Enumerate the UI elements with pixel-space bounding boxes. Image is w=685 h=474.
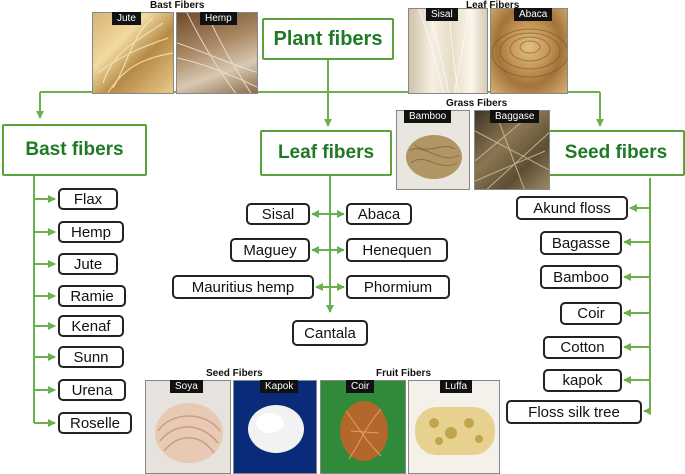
hemp-texture: [177, 13, 257, 93]
photo-label-kapok: Kapok: [260, 380, 299, 393]
leaf-item-abaca: Abaca: [346, 203, 412, 225]
luffa-texture: [415, 407, 495, 455]
root-node: Plant fibers: [262, 18, 394, 60]
soya-texture: [155, 403, 223, 463]
photo-kapok: [233, 380, 317, 474]
abaca-texture: [491, 28, 567, 78]
photo-label-coir: Coir: [346, 380, 375, 393]
photo-label-sisal: Sisal: [426, 8, 458, 21]
bast-item-ramie: Ramie: [58, 285, 126, 307]
baggase-texture: [475, 111, 549, 189]
photo-group-title-grass: Grass Fibers: [446, 98, 508, 109]
photo-hemp: [176, 12, 258, 94]
bast-item-urena: Urena: [58, 379, 126, 401]
bast-item-flax: Flax: [58, 188, 118, 210]
bast-item-sunn: Sunn: [58, 346, 124, 368]
photo-label-jute: Jute: [112, 12, 141, 25]
photo-group-title-leaf: Leaf Fibers: [466, 0, 520, 11]
leaf-item-cantala: Cantala: [292, 320, 368, 346]
leaf-item-henequen: Henequen: [346, 238, 448, 262]
kapok-texture: [248, 405, 304, 453]
bamboo-texture: [406, 135, 462, 179]
bast-fibers-node: Bast fibers: [2, 124, 147, 176]
seed-item-floss-silk-tree: Floss silk tree: [506, 400, 642, 424]
bast-item-hemp: Hemp: [58, 221, 124, 243]
seed-fibers-node: Seed fibers: [547, 130, 685, 176]
photo-jute: [92, 12, 174, 94]
photo-group-title-bast: Bast Fibers: [150, 0, 205, 11]
photo-luffa: [408, 380, 500, 474]
seed-item-bamboo: Bamboo: [540, 265, 622, 289]
leaf-item-phormium: Phormium: [346, 275, 450, 299]
leaf-item-sisal: Sisal: [246, 203, 310, 225]
photo-group-title-seed: Seed Fibers: [206, 368, 263, 379]
bast-item-roselle: Roselle: [58, 412, 132, 434]
leaf-item-maguey: Maguey: [230, 238, 310, 262]
photo-baggase: [474, 110, 550, 190]
photo-label-soya: Soya: [170, 380, 203, 393]
bast-item-jute: Jute: [58, 253, 118, 275]
seed-item-cotton: Cotton: [543, 336, 622, 359]
jute-texture: [97, 17, 173, 93]
photo-coir: [320, 380, 406, 474]
photo-group-title-fruit: Fruit Fibers: [376, 368, 432, 379]
bast-item-kenaf: Kenaf: [58, 315, 124, 337]
leaf-item-mauritius-hemp: Mauritius hemp: [172, 275, 314, 299]
seed-item-bagasse: Bagasse: [540, 231, 622, 255]
photo-label-abaca: Abaca: [514, 8, 553, 21]
seed-item-kapok: kapok: [543, 369, 622, 392]
sisal-texture: [418, 9, 470, 93]
photo-label-bamboo: Bamboo: [404, 110, 452, 123]
photo-soya: [145, 380, 231, 474]
photo-abaca: [490, 8, 568, 94]
leaf-fibers-node: Leaf fibers: [260, 130, 392, 176]
seed-item-coir: Coir: [560, 302, 622, 325]
seed-item-akund-floss: Akund floss: [516, 196, 628, 220]
photo-label-luffa: Luffa: [440, 380, 473, 393]
coir-texture: [340, 401, 388, 461]
photo-label-baggase: Baggase: [490, 110, 540, 123]
photo-label-hemp: Hemp: [200, 12, 237, 25]
photo-bamboo: [396, 110, 470, 190]
